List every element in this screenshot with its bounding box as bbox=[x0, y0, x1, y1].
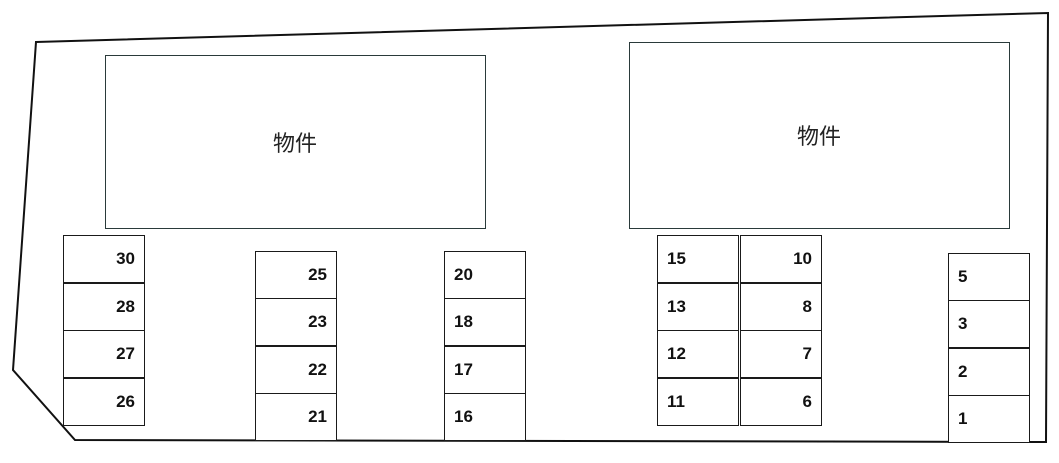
stall-number: 6 bbox=[802, 392, 812, 411]
parking-stall[interactable]: 20 bbox=[444, 251, 526, 299]
building-2-label: 物件 bbox=[797, 125, 842, 150]
stall-number: 25 bbox=[308, 265, 327, 284]
parking-stall[interactable]: 3 bbox=[948, 300, 1030, 348]
stall-number: 7 bbox=[802, 344, 812, 363]
parking-stall[interactable]: 26 bbox=[63, 378, 145, 426]
parking-stall[interactable]: 17 bbox=[444, 346, 526, 394]
stall-number: 2 bbox=[958, 362, 968, 381]
parking-stall[interactable]: 28 bbox=[63, 283, 145, 331]
stall-number: 8 bbox=[802, 297, 812, 316]
parking-stall[interactable]: 11 bbox=[657, 378, 739, 426]
stall-number: 30 bbox=[116, 249, 135, 268]
parking-stall[interactable]: 21 bbox=[255, 393, 337, 441]
parking-stall[interactable]: 2 bbox=[948, 348, 1030, 396]
parking-stall[interactable]: 10 bbox=[740, 235, 822, 283]
stall-number: 5 bbox=[958, 267, 968, 286]
parking-stall[interactable]: 6 bbox=[740, 378, 822, 426]
lot-boundary bbox=[11, 11, 1050, 444]
stall-number: 21 bbox=[308, 407, 327, 426]
building-2-outline bbox=[629, 42, 1010, 229]
stall-number: 1 bbox=[958, 409, 968, 428]
parking-stall[interactable]: 22 bbox=[255, 346, 337, 394]
stall-number: 12 bbox=[667, 344, 686, 363]
parking-stall[interactable]: 5 bbox=[948, 253, 1030, 301]
stall-number: 22 bbox=[308, 360, 327, 379]
parking-stall[interactable]: 27 bbox=[63, 330, 145, 378]
building-1-outline bbox=[105, 55, 486, 229]
parking-stall[interactable]: 8 bbox=[740, 283, 822, 331]
parking-stall[interactable]: 1 bbox=[948, 395, 1030, 443]
parking-stall[interactable]: 18 bbox=[444, 298, 526, 346]
stall-number: 15 bbox=[667, 249, 686, 268]
stall-number: 18 bbox=[454, 312, 473, 331]
parking-stall[interactable]: 7 bbox=[740, 330, 822, 378]
parking-stall[interactable]: 16 bbox=[444, 393, 526, 441]
stall-number: 27 bbox=[116, 344, 135, 363]
parking-stall[interactable]: 12 bbox=[657, 330, 739, 378]
parking-stall[interactable]: 13 bbox=[657, 283, 739, 331]
stall-number: 20 bbox=[454, 265, 473, 284]
stall-number: 23 bbox=[308, 312, 327, 331]
stall-number: 26 bbox=[116, 392, 135, 411]
parking-stall[interactable]: 30 bbox=[63, 235, 145, 283]
building-1-label: 物件 bbox=[273, 132, 318, 157]
stall-number: 10 bbox=[793, 249, 812, 268]
parking-stall[interactable]: 15 bbox=[657, 235, 739, 283]
stall-number: 11 bbox=[667, 392, 685, 411]
parking-stall[interactable]: 25 bbox=[255, 251, 337, 299]
parking-stall[interactable]: 23 bbox=[255, 298, 337, 346]
stall-number: 17 bbox=[454, 360, 473, 379]
stall-number: 28 bbox=[116, 297, 135, 316]
stall-number: 3 bbox=[958, 314, 968, 333]
stall-number: 16 bbox=[454, 407, 473, 426]
stall-number: 13 bbox=[667, 297, 686, 316]
